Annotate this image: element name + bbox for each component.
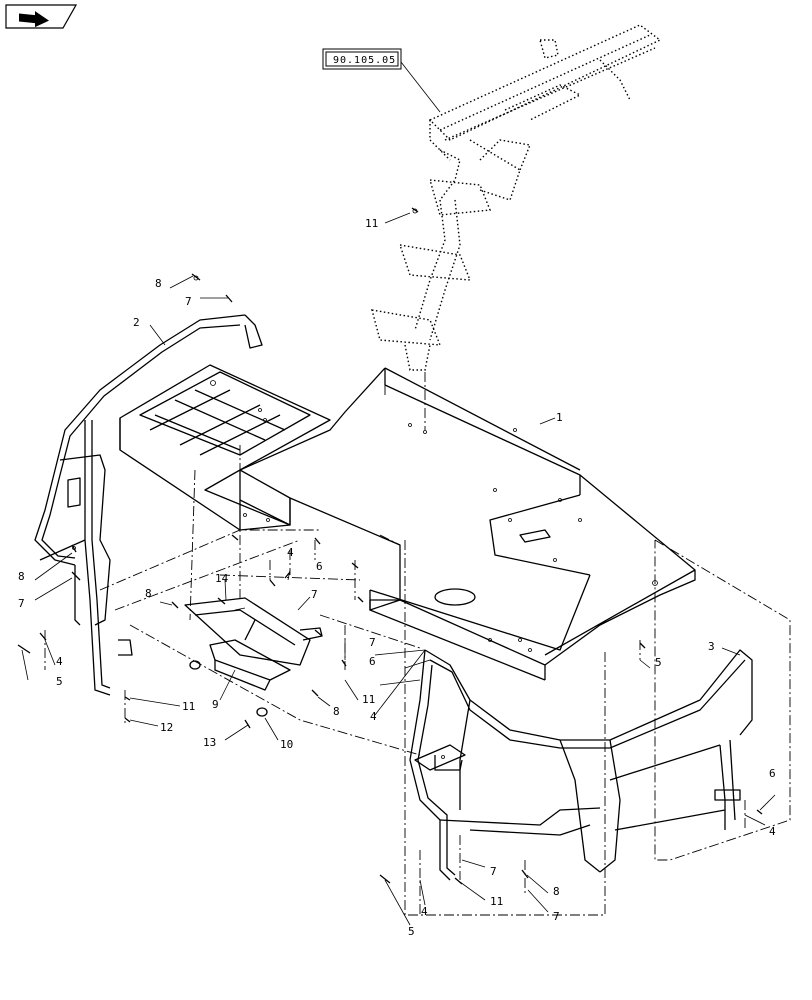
callout-7[interactable]: 7 — [311, 588, 318, 601]
step-bracket — [184, 597, 323, 717]
callout-8[interactable]: 8 — [18, 570, 25, 583]
callout-9[interactable]: 9 — [212, 698, 219, 711]
callout-8[interactable]: 8 — [155, 277, 162, 290]
callout-13[interactable]: 13 — [203, 736, 216, 749]
callout-3[interactable]: 3 — [708, 640, 715, 653]
callouts: 1 2 3 4 4 4 4 4 5 5 5 6 6 6 7 7 7 7 7 7 … — [18, 217, 776, 938]
ladder-assembly — [371, 24, 662, 371]
callout-8[interactable]: 8 — [333, 705, 340, 718]
callout-1[interactable]: 1 — [556, 411, 563, 424]
hardware — [17, 207, 763, 885]
callout-7[interactable]: 7 — [185, 295, 192, 308]
callout-6[interactable]: 6 — [769, 767, 776, 780]
callout-7[interactable]: 7 — [553, 910, 560, 923]
callout-4[interactable]: 4 — [421, 905, 428, 918]
callout-4[interactable]: 4 — [769, 825, 776, 838]
callout-7[interactable]: 7 — [18, 597, 25, 610]
callout-6[interactable]: 6 — [369, 655, 376, 668]
callout-11[interactable]: 11 — [365, 217, 378, 230]
callout-7[interactable]: 7 — [369, 636, 376, 649]
platform-frame — [204, 367, 696, 681]
callout-11[interactable]: 11 — [490, 895, 503, 908]
callout-11[interactable]: 11 — [362, 693, 375, 706]
assembly-lines — [44, 372, 791, 916]
callout-5[interactable]: 5 — [56, 675, 63, 688]
callout-5[interactable]: 5 — [408, 925, 415, 938]
callout-5[interactable]: 5 — [655, 656, 662, 669]
leader-lines — [21, 212, 776, 926]
callout-4[interactable]: 4 — [287, 546, 294, 559]
reference-label-box[interactable]: 90.105.05 — [322, 48, 402, 70]
callout-8[interactable]: 8 — [553, 885, 560, 898]
callout-10[interactable]: 10 — [280, 738, 293, 751]
arrow-right-icon[interactable] — [5, 4, 77, 29]
callout-14[interactable]: 14 — [215, 572, 229, 585]
callout-2[interactable]: 2 — [133, 316, 140, 329]
callout-12[interactable]: 12 — [160, 721, 173, 734]
right-handrail — [409, 649, 753, 881]
callout-4[interactable]: 4 — [56, 655, 63, 668]
callout-11[interactable]: 11 — [182, 700, 195, 713]
callout-4[interactable]: 4 — [370, 710, 377, 723]
callout-6[interactable]: 6 — [316, 560, 323, 573]
sub-frame — [119, 364, 331, 531]
reference-label: 90.105.05 — [333, 55, 396, 66]
callout-7[interactable]: 7 — [490, 865, 497, 878]
left-handrail — [34, 314, 263, 696]
callout-8[interactable]: 8 — [145, 587, 152, 600]
